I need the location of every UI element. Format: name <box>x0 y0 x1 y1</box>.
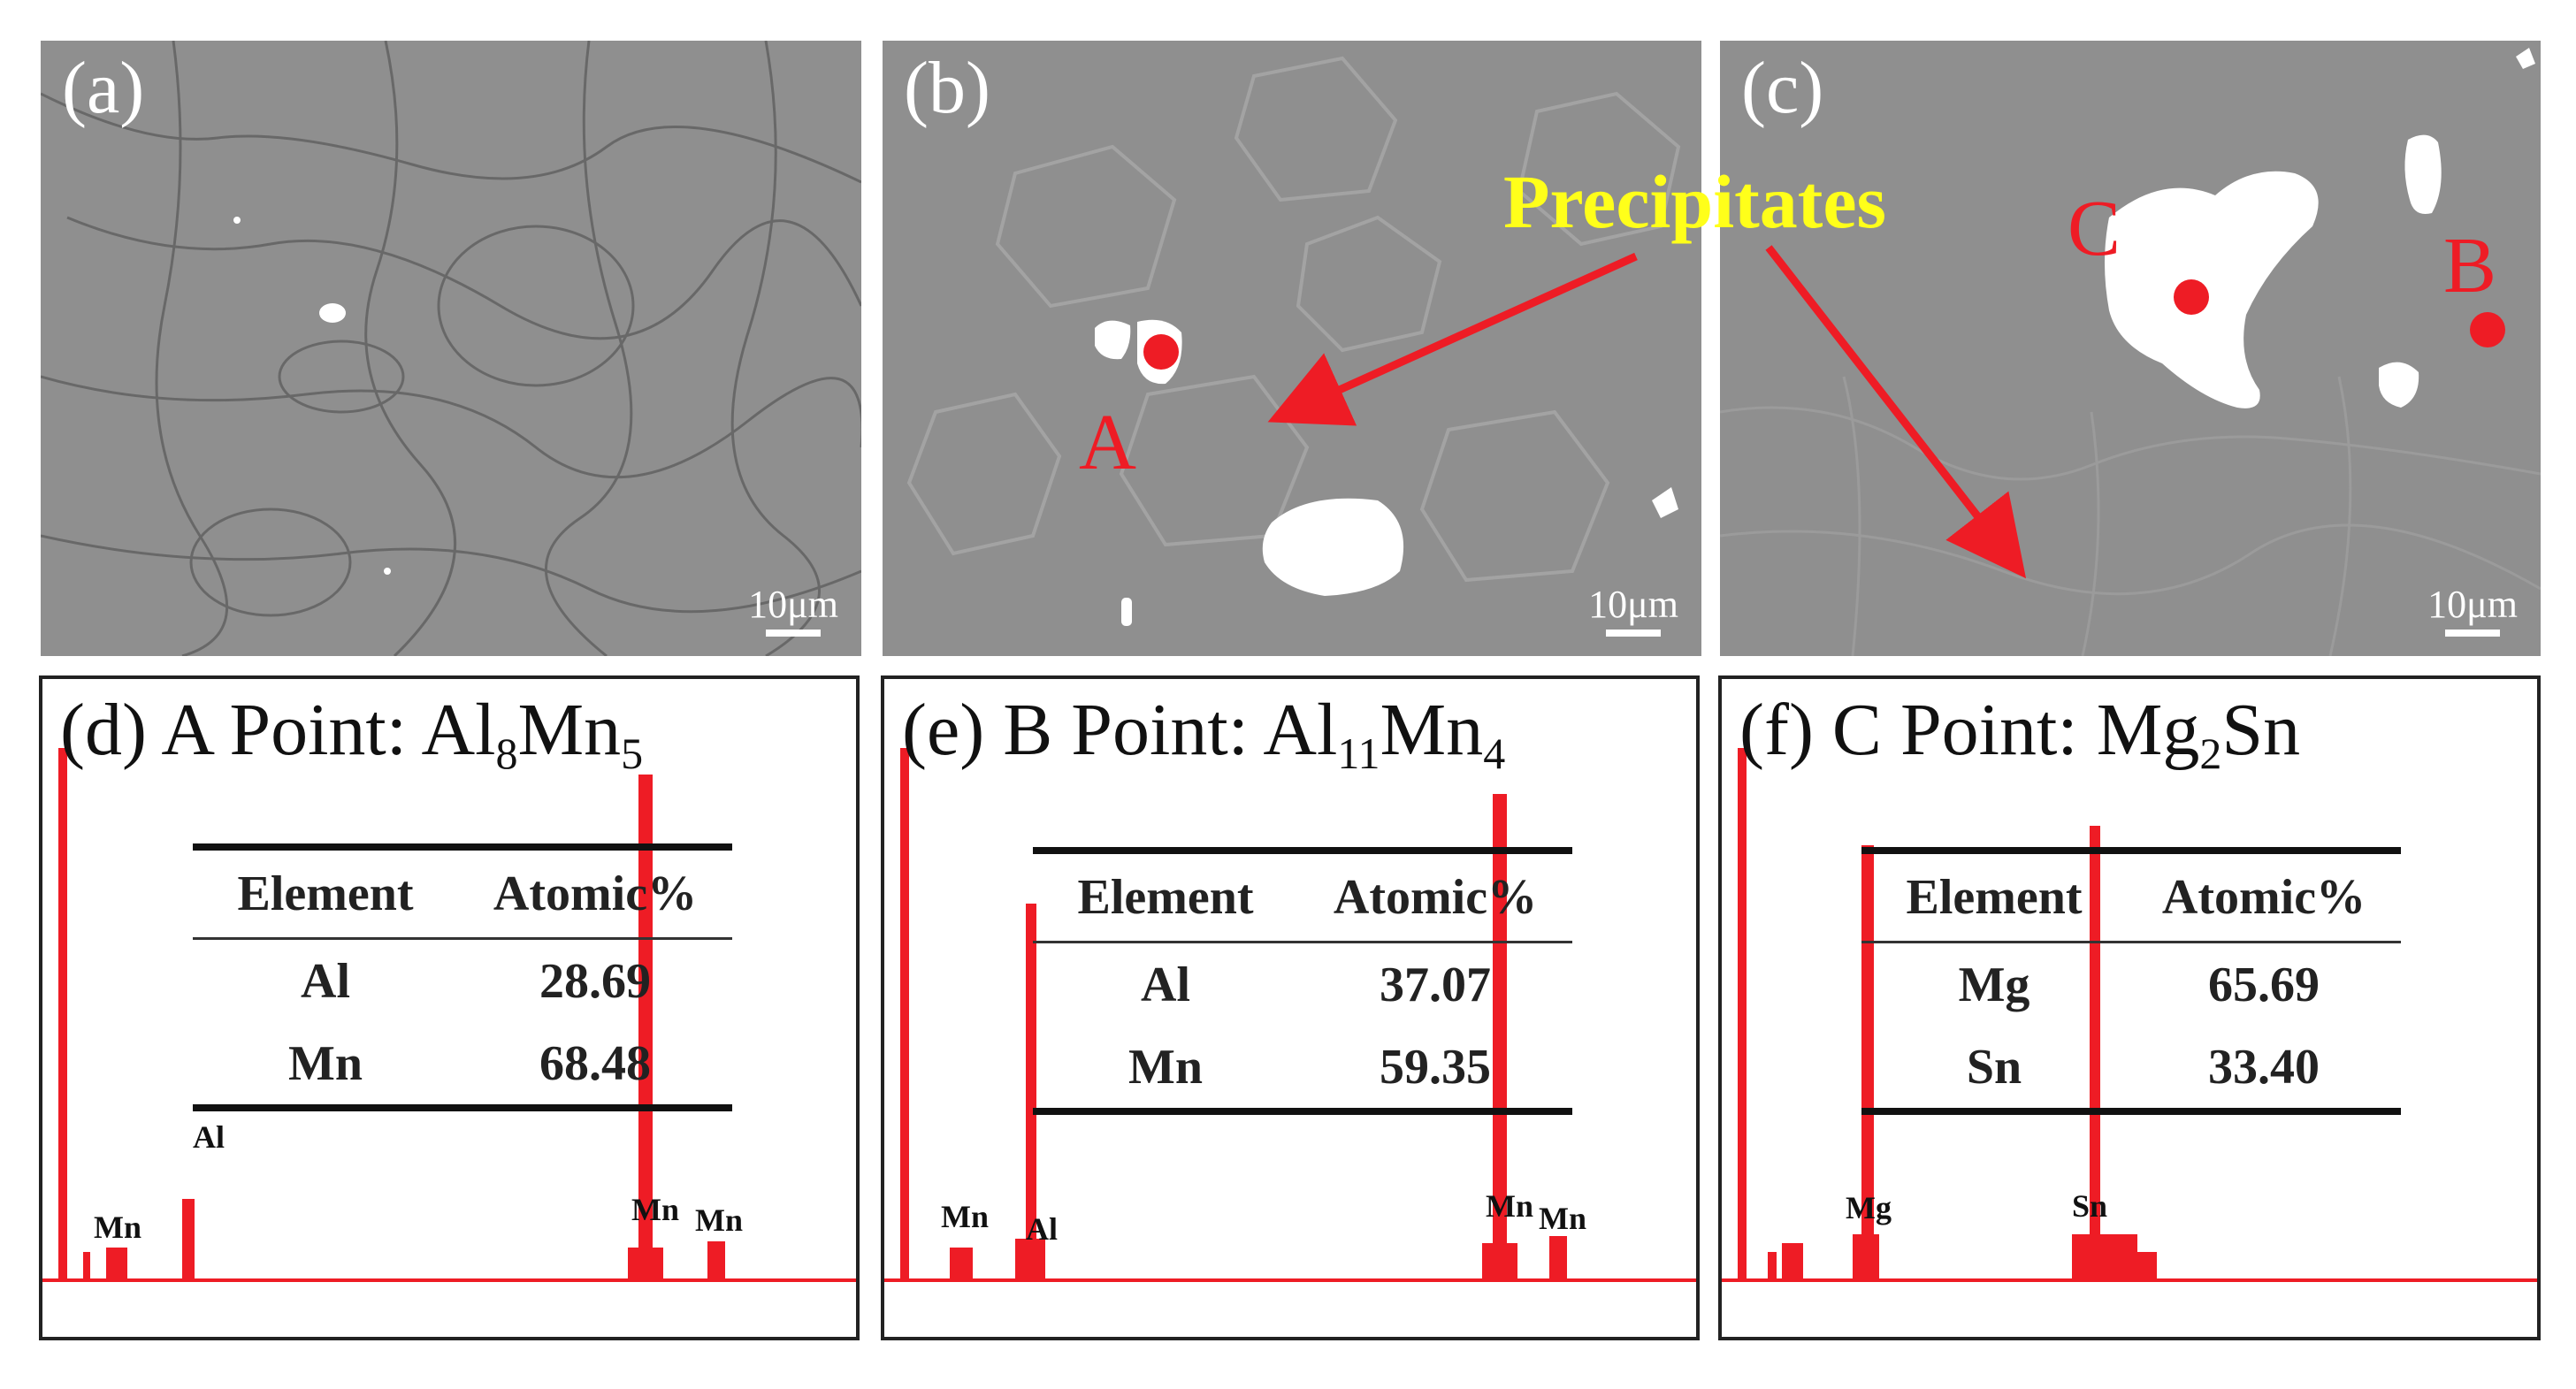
peak-label: Mn <box>631 1192 679 1227</box>
scale-bar-line <box>2445 630 2501 637</box>
eds-panel-e: (e) B Point: Al11Mn4 Element Atomic% Al … <box>881 675 1700 1340</box>
eds-title-e: (e) B Point: Al11Mn4 <box>902 693 1505 776</box>
phase-sub-1: 8 <box>495 729 518 778</box>
grain-boundaries-a <box>41 41 861 656</box>
peak-label: Al <box>193 1119 225 1155</box>
table-cell-value: 59.35 <box>1298 1026 1572 1115</box>
phase-element-1: Mg <box>2096 689 2200 771</box>
table-row: Mn 68.48 <box>193 1022 732 1111</box>
phase-element-1: Al <box>1263 689 1338 771</box>
composition-table-e: Element Atomic% Al 37.07 Mn 59.35 <box>1033 847 1572 1115</box>
scale-bar-a: 10μm <box>748 585 838 637</box>
precipitates-annotation: Precipitates <box>1503 159 1887 244</box>
eds-panel-d: (d) A Point: Al8Mn5 Element Atomic% Al 2… <box>39 675 860 1340</box>
point-label-c: C <box>2068 185 2121 272</box>
point-label-a: A <box>1079 399 1136 486</box>
sem-image-a: (a) 10μm <box>41 41 861 656</box>
table-cell-value: 37.07 <box>1380 957 1491 1012</box>
peak-label: Mn <box>1539 1201 1586 1236</box>
sem-image-b: (b) A 10μm <box>883 41 1701 656</box>
peak-label: Mn <box>1486 1188 1533 1224</box>
peak-label: Mn <box>94 1210 141 1245</box>
table-row: Mn 59.35 <box>1033 1026 1572 1115</box>
table-cell-element: Al <box>1141 957 1190 1012</box>
phase-sub-1: 2 <box>2199 729 2222 778</box>
table-cell-element: Sn <box>1861 1026 2127 1115</box>
composition-table-f: Element Atomic% Mg 65.69 Sn 33.40 <box>1861 847 2401 1115</box>
table-header-atomic: Atomic% <box>458 843 732 940</box>
peak-label: Mn <box>941 1199 989 1234</box>
scale-bar-line <box>1606 630 1662 637</box>
table-row: Sn 33.40 <box>1861 1026 2401 1115</box>
peak-label: Mg <box>1846 1190 1892 1225</box>
eds-title-f: (f) C Point: Mg2Sn <box>1739 693 2300 776</box>
table-cell-value: 68.48 <box>458 1022 732 1111</box>
phase-element-2: Mn <box>1380 689 1484 771</box>
scale-bar-label: 10μm <box>748 583 838 626</box>
table-header-element: Element <box>193 843 458 940</box>
scale-bar-line <box>766 630 822 637</box>
point-marker-a <box>1143 334 1179 370</box>
scale-bar-label: 10μm <box>1588 583 1678 626</box>
table-cell-value: 28.69 <box>539 953 651 1009</box>
sem-image-c: (c) C B 10μm <box>1720 41 2541 656</box>
scale-bar-label: 10μm <box>2427 583 2518 626</box>
table-header-element: Element <box>1861 847 2127 943</box>
table-row: Al 37.07 <box>1033 943 1572 1026</box>
table-row: Mg 65.69 <box>1861 943 2401 1026</box>
eds-panel-label: (f) <box>1739 689 1814 771</box>
scale-bar-c: 10μm <box>2427 585 2518 637</box>
table-cell-value: 33.40 <box>2127 1026 2401 1115</box>
table-row: Al 28.69 <box>193 939 732 1023</box>
phase-sub-1: 11 <box>1337 729 1380 778</box>
grain-boundaries-b <box>906 56 1681 626</box>
eds-panel-f: (f) C Point: Mg2Sn Element Atomic% Mg 65… <box>1718 675 2541 1340</box>
composition-table-d: Element Atomic% Al 28.69 Mn 68.48 <box>193 843 732 1111</box>
point-marker-c <box>2174 279 2209 315</box>
phase-sub-2: 4 <box>1483 729 1506 778</box>
phase-element-2: Sn <box>2221 689 2301 771</box>
eds-panel-label: (d) <box>60 689 147 771</box>
table-cell-element: Mg <box>1958 957 2030 1012</box>
table-header-element: Element <box>1033 847 1298 943</box>
table-cell-value: 65.69 <box>2208 957 2320 1012</box>
peak-label: Mn <box>695 1202 743 1238</box>
point-marker-b <box>2470 312 2505 347</box>
panel-label-b: (b) <box>904 47 990 129</box>
table-cell-element: Al <box>301 953 350 1009</box>
eds-title-d: (d) A Point: Al8Mn5 <box>60 693 643 776</box>
eds-point-prefix: B Point: <box>1003 689 1264 771</box>
peak-label: Sn <box>2072 1188 2108 1224</box>
point-label-b: B <box>2443 222 2497 309</box>
panel-label-a: (a) <box>62 47 145 129</box>
table-header-atomic: Atomic% <box>2127 847 2401 943</box>
table-cell-element: Mn <box>1033 1026 1298 1115</box>
phase-element-2: Mn <box>517 689 622 771</box>
panel-label-c: (c) <box>1741 47 1824 129</box>
table-header-atomic: Atomic% <box>1298 847 1572 943</box>
scale-bar-b: 10μm <box>1588 585 1678 637</box>
eds-panel-label: (e) <box>902 689 985 771</box>
phase-sub-2: 5 <box>621 729 644 778</box>
table-cell-element: Mn <box>193 1022 458 1111</box>
peak-label: Al <box>1026 1211 1058 1247</box>
phase-element-1: Al <box>421 689 496 771</box>
eds-point-prefix: C Point: <box>1831 689 2097 771</box>
grain-boundaries-c <box>1720 48 2541 656</box>
eds-point-prefix: A Point: <box>161 689 422 771</box>
